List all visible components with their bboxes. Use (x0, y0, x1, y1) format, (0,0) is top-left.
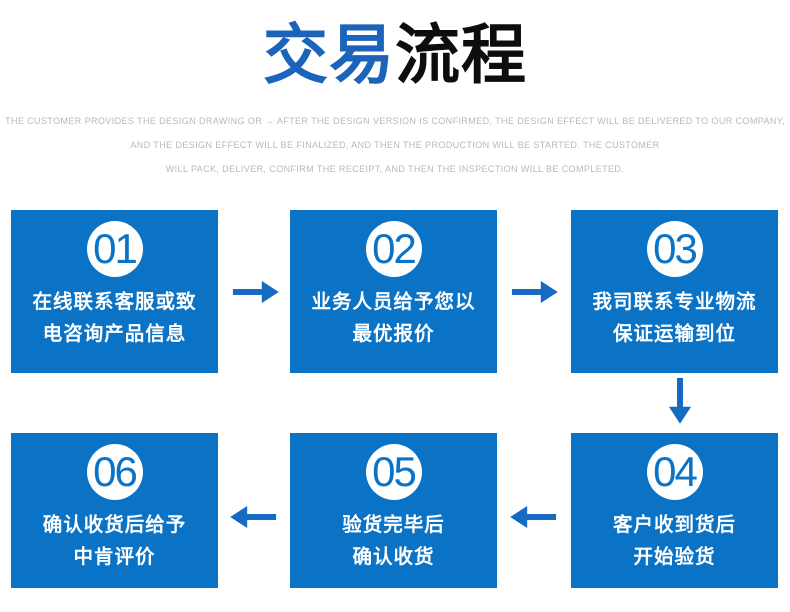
step-description: 我司联系专业物流 保证运输到位 (571, 286, 778, 350)
page-title-dark-part: 流程 (395, 18, 528, 91)
step-text-line: 电咨询产品信息 (42, 323, 187, 345)
arrow-left-icon (226, 497, 282, 537)
step-number-badge: 04 (646, 444, 703, 500)
step-box-5: 05 验货完毕后 确认收货 (290, 433, 497, 588)
step-text-line: 开始验货 (633, 546, 716, 568)
step-number: 03 (653, 225, 698, 272)
arrow-right-icon (227, 272, 283, 312)
step-box-6: 06 确认收货后给予 中肯评价 (11, 433, 218, 588)
step-number-badge: 05 (365, 444, 422, 500)
step-description: 客户收到货后 开始验货 (571, 509, 778, 573)
arrow-down-icon (652, 377, 708, 424)
step-description: 在线联系客服或致 电咨询产品信息 (11, 286, 218, 350)
arrow-right-icon (506, 272, 562, 312)
step-number: 05 (372, 448, 417, 495)
step-number-badge: 03 (646, 221, 703, 277)
step-text-line: 客户收到货后 (612, 514, 736, 536)
step-text-line: 验货完毕后 (342, 514, 445, 536)
step-text-line: 中肯评价 (73, 546, 156, 568)
step-text-line: 最优报价 (352, 323, 435, 345)
step-number: 02 (372, 225, 417, 272)
page-title-blue-part: 交易 (262, 18, 395, 91)
step-number: 06 (93, 448, 138, 495)
step-text-line: 在线联系客服或致 (32, 291, 197, 313)
step-text-line: 业务人员给予您以 (311, 291, 476, 313)
step-number-badge: 06 (86, 444, 143, 500)
step-box-3: 03 我司联系专业物流 保证运输到位 (571, 210, 778, 373)
step-box-1: 01 在线联系客服或致 电咨询产品信息 (11, 210, 218, 373)
step-number: 04 (653, 448, 698, 495)
step-number-badge: 02 (365, 221, 422, 277)
subtitle-text: THE CUSTOMER PROVIDES THE DESIGN DRAWING… (0, 109, 790, 181)
step-text-line: 确认收货 (352, 546, 435, 568)
step-box-4: 04 客户收到货后 开始验货 (571, 433, 778, 588)
step-text-line: 保证运输到位 (612, 323, 736, 345)
page-title: 交易流程 (0, 14, 790, 96)
step-number: 01 (93, 225, 138, 272)
step-number-badge: 01 (86, 221, 143, 277)
step-description: 验货完毕后 确认收货 (290, 509, 497, 573)
subtitle-line-1: THE CUSTOMER PROVIDES THE DESIGN DRAWING… (5, 116, 785, 126)
subtitle-line-3: WILL PACK, DELIVER, CONFIRM THE RECEIPT,… (165, 164, 625, 174)
step-box-2: 02 业务人员给予您以 最优报价 (290, 210, 497, 373)
step-description: 确认收货后给予 中肯评价 (11, 509, 218, 573)
step-description: 业务人员给予您以 最优报价 (290, 286, 497, 350)
arrow-left-icon (506, 497, 562, 537)
subtitle-line-2: AND THE DESIGN EFFECT WILL BE FINALIZED,… (130, 140, 660, 150)
step-text-line: 我司联系专业物流 (592, 291, 757, 313)
step-text-line: 确认收货后给予 (42, 514, 187, 536)
